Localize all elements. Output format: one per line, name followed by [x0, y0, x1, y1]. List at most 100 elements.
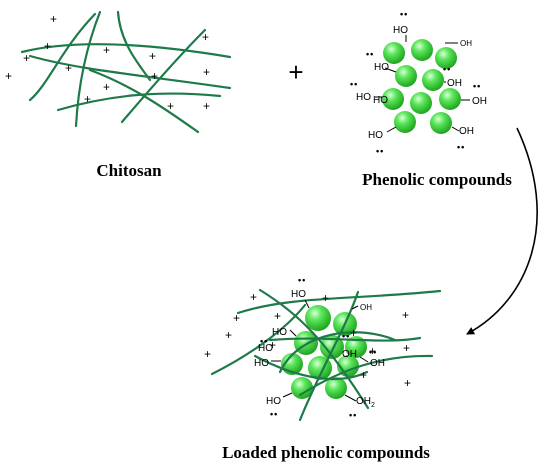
- lone-pair-dots: ••: [298, 275, 306, 285]
- chitosan-chain: [116, 10, 152, 82]
- oh2-label-main: OH: [356, 396, 371, 407]
- positive-charge: +: [151, 69, 158, 83]
- chitosan-chain: [258, 288, 370, 410]
- hydroxyl-label: HO: [272, 327, 287, 338]
- lone-pair-dots: ••: [457, 142, 465, 152]
- polyphenol-sphere: [410, 92, 432, 114]
- hydroxyl-label: HO: [356, 92, 371, 103]
- hydroxyl-label: OH: [360, 303, 372, 312]
- chitosan-fibers: [20, 10, 232, 134]
- positive-charge: +: [369, 344, 376, 358]
- positive-charge: +: [203, 99, 210, 113]
- positive-charge: +: [50, 12, 57, 26]
- chitosan-caption: Chitosan: [96, 161, 162, 180]
- phenolic-caption: Phenolic compounds: [362, 170, 512, 189]
- bond-line: [351, 305, 359, 310]
- hydroxyl-label: HO: [393, 25, 408, 36]
- positive-charge: +: [203, 65, 210, 79]
- chitosan-chain: [28, 54, 232, 90]
- loaded-lone-pairs: •• •• •• •• •• ••: [260, 275, 377, 420]
- positive-charge: +: [250, 290, 257, 304]
- positive-charge: +: [204, 347, 211, 361]
- chitosan-chain: [253, 354, 369, 381]
- bond-line: [451, 126, 460, 132]
- bond-line: [359, 356, 369, 363]
- positive-charge: +: [44, 39, 51, 53]
- polyphenol-sphere: [345, 336, 367, 358]
- hydroxyl-label: OH: [459, 126, 474, 137]
- bond-line: [289, 329, 297, 337]
- hydroxyl-label: OH: [472, 96, 487, 107]
- positive-charge: +: [23, 51, 30, 65]
- phenolic-lone-pairs: •• •• •• •• •• •• ••: [350, 9, 480, 156]
- positive-charge: +: [404, 376, 411, 390]
- lone-pair-dots: ••: [349, 410, 357, 420]
- positive-charge: +: [403, 341, 410, 355]
- lone-pair-dots: ••: [260, 336, 268, 346]
- positive-charge: +: [402, 308, 409, 322]
- hydroxyl-label: OH: [460, 39, 472, 48]
- lone-pair-dots: ••: [400, 9, 408, 19]
- polyphenol-sphere: [435, 47, 457, 69]
- lone-pair-dots: ••: [342, 331, 350, 341]
- hydroxyl-label: HO: [373, 95, 388, 106]
- bond-line: [386, 126, 397, 133]
- polyphenol-sphere: [291, 377, 313, 399]
- positive-charge: +: [149, 49, 156, 63]
- polyphenol-sphere: [439, 88, 461, 110]
- loaded-charges: + + + + + + + + + + + + +: [204, 290, 411, 390]
- polyphenol-sphere: [383, 42, 405, 64]
- hydroxyl-label: HO: [374, 62, 389, 73]
- chitosan-chain: [236, 289, 442, 315]
- positive-charge: +: [167, 99, 174, 113]
- phenolic-bonds: [375, 35, 470, 133]
- polyphenol-sphere: [411, 39, 433, 61]
- chitosan-chain: [56, 92, 222, 112]
- oh2-subscript: 2: [371, 402, 375, 409]
- chitosan-chain: [268, 336, 422, 342]
- positive-charge: +: [103, 43, 110, 57]
- polyphenol-sphere: [325, 377, 347, 399]
- bond-line: [344, 394, 357, 402]
- phenolic-spheres: [382, 39, 461, 134]
- polyphenol-sphere: [394, 111, 416, 133]
- bond-line: [304, 299, 310, 309]
- positive-charge: +: [202, 30, 209, 44]
- positive-charge: +: [269, 338, 276, 352]
- positive-charge: +: [5, 69, 12, 83]
- loaded-fibers: [210, 288, 442, 422]
- chitosan-chain: [210, 303, 307, 376]
- chitosan-chain: [20, 43, 232, 59]
- bond-line: [384, 67, 397, 73]
- positive-charge: +: [274, 309, 281, 323]
- polyphenol-sphere: [422, 69, 444, 91]
- reaction-arrow: [466, 127, 538, 335]
- loaded-bonds: [271, 299, 369, 402]
- oh2-label: OH2: [356, 396, 375, 409]
- positive-charge: +: [233, 311, 240, 325]
- polyphenol-sphere: [395, 65, 417, 87]
- hydroxyl-label: HO: [291, 289, 306, 300]
- polyphenol-sphere: [305, 305, 331, 331]
- chitosan-group: + + + + + + + + + + + + + + Chitosan: [5, 10, 232, 180]
- chitosan-chain: [298, 290, 360, 422]
- lone-pair-dots: ••: [270, 409, 278, 419]
- chitosan-charges: + + + + + + + + + + + + + +: [5, 12, 210, 113]
- positive-charge: +: [103, 80, 110, 94]
- hydroxyl-label: OH: [370, 358, 385, 369]
- chitosan-chain: [298, 354, 434, 397]
- lone-pair-dots: ••: [369, 347, 377, 357]
- plus-operator: +: [288, 57, 303, 87]
- lone-pair-dots: ••: [376, 146, 384, 156]
- hydroxyl-label: HO: [258, 343, 273, 354]
- chitosan-chain: [28, 12, 97, 102]
- positive-charge: +: [350, 326, 357, 340]
- lone-pair-dots: ••: [366, 49, 374, 59]
- positive-charge: +: [84, 92, 91, 106]
- phenolic-group: HO OH HO HO OH HO OH HO OH •• •• •• •• •…: [350, 9, 512, 189]
- hydroxyl-label: HO: [368, 130, 383, 141]
- polyphenol-sphere: [320, 335, 344, 359]
- lone-pair-dots: ••: [443, 64, 451, 74]
- hydroxyl-label: OH: [447, 78, 462, 89]
